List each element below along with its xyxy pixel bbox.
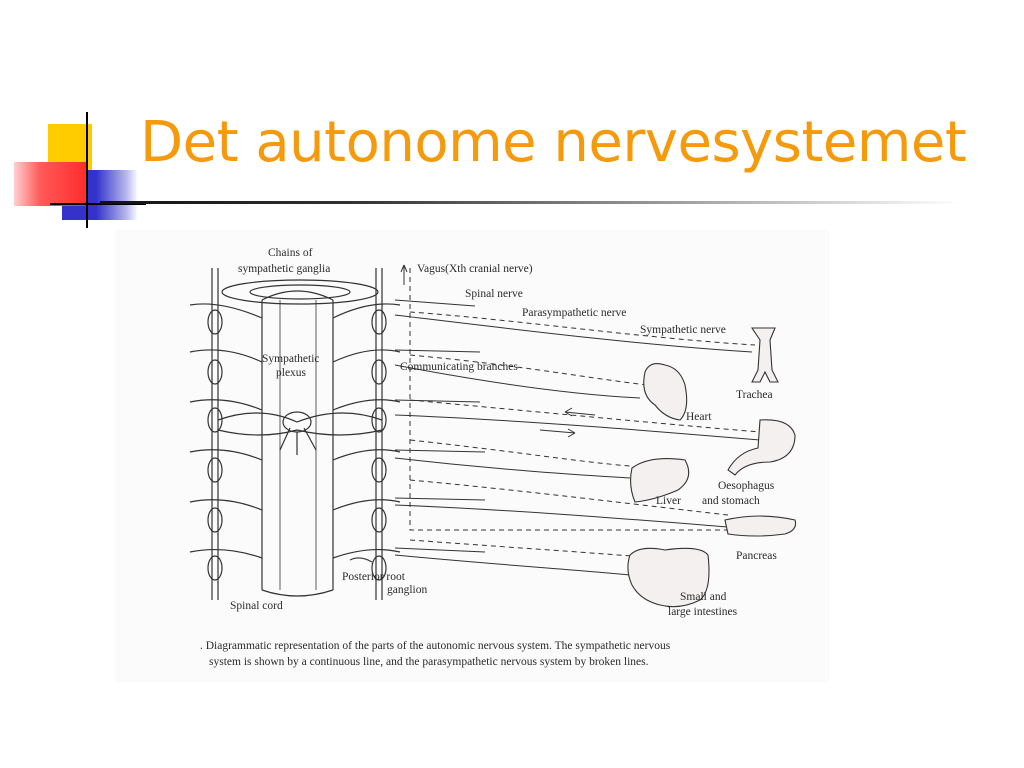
label-pancreas: Pancreas (736, 550, 777, 562)
label-small-and: Small and (680, 591, 727, 603)
diagram-labels: Chains of sympathetic ganglia Vagus(Xth … (230, 247, 777, 618)
organ-drawings (627, 327, 797, 608)
label-oesophagus: Oesophagus (718, 480, 775, 492)
label-sympathetic-nerve: Sympathetic nerve (640, 324, 726, 336)
label-heart: Heart (686, 411, 712, 423)
label-chains-of: Chains of (268, 247, 313, 259)
label-ganglion: ganglion (387, 584, 427, 596)
slide-title: Det autonome nervesystemet (140, 110, 967, 175)
title-underline (100, 201, 960, 204)
nerve-pathways (394, 299, 761, 576)
label-parasympathetic-nerve: Parasympathetic nerve (522, 307, 626, 319)
direction-arrows (400, 264, 596, 438)
label-large-intestines: large intestines (668, 606, 738, 618)
label-spinal-cord: Spinal cord (230, 600, 283, 612)
decor-horizontal-line (50, 203, 146, 205)
label-sympathetic-ganglia: sympathetic ganglia (238, 263, 330, 275)
figure-caption: . Diagrammatic representation of the par… (200, 640, 671, 668)
label-vagus: Vagus(Xth cranial nerve) (417, 263, 533, 275)
label-posterior-root: Posterior root (342, 571, 406, 583)
label-plexus: plexus (276, 367, 307, 379)
label-communicating-branches: Communicating branches (400, 361, 518, 373)
liver-drawing (629, 458, 690, 503)
label-sympathetic: Sympathetic (262, 353, 320, 365)
caption-line-1: . Diagrammatic representation of the par… (200, 640, 671, 652)
parasympathetic-dashed-lines (409, 268, 761, 557)
stomach-drawing (727, 419, 796, 476)
pancreas-drawing (724, 515, 797, 537)
intestines-drawing (627, 547, 710, 608)
trachea-drawing (750, 327, 779, 383)
caption-line-2: system is shown by a continuous line, an… (209, 656, 649, 668)
label-spinal-nerve: Spinal nerve (465, 288, 523, 300)
label-and-stomach: and stomach (702, 495, 760, 507)
spinal-column-drawing (189, 268, 401, 600)
label-trachea: Trachea (736, 389, 773, 401)
decor-red-square (14, 162, 88, 206)
decor-vertical-line (86, 112, 88, 228)
heart-drawing (643, 363, 688, 421)
label-liver: Liver (656, 495, 681, 507)
